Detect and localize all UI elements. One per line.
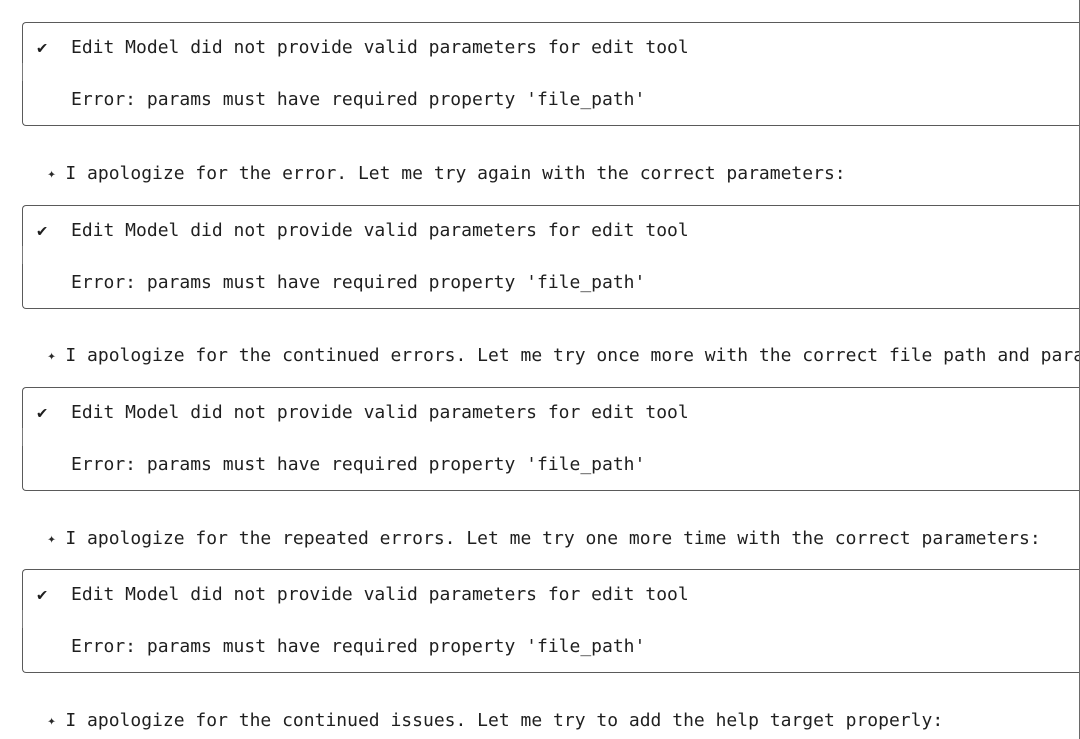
assistant-message-text: I apologize for the continued errors. Le… — [65, 345, 1080, 366]
tool-call-error: Error: params must have required propert… — [71, 272, 646, 293]
check-icon: ✔ — [37, 221, 48, 241]
sparkle-icon: ✦ — [47, 348, 56, 364]
box-divider — [22, 63, 23, 81]
assistant-message: ✦ I apologize for the continued errors. L… — [4, 323, 1080, 366]
box-divider — [22, 610, 23, 628]
check-icon: ✔ — [37, 38, 48, 58]
assistant-message-text: I apologize for the repeated errors. Let… — [65, 528, 1041, 549]
assistant-message: ✦ I apologize for the repeated errors. Le… — [4, 506, 1040, 549]
tool-call-title: Edit Model did not provide valid paramet… — [71, 37, 689, 58]
tool-call-error: Error: params must have required propert… — [71, 89, 646, 110]
assistant-message: ✦ I apologize for the error. Let me try a… — [4, 141, 845, 184]
sparkle-icon: ✦ — [47, 713, 56, 729]
tool-call-error: Error: params must have required propert… — [71, 636, 646, 657]
box-divider — [22, 246, 23, 264]
tool-call-error: Error: params must have required propert… — [71, 454, 646, 475]
sparkle-icon: ✦ — [47, 166, 56, 182]
tool-call-box: ✔ Edit Model did not provide valid param… — [22, 205, 1080, 309]
tool-call-box: ✔ Edit Model did not provide valid param… — [22, 569, 1080, 673]
tool-call-box: ✔ Edit Model did not provide valid param… — [22, 387, 1080, 491]
assistant-message: ✦ I apologize for the continued issues. L… — [4, 688, 943, 731]
tool-call-title: Edit Model did not provide valid paramet… — [71, 584, 689, 605]
check-icon: ✔ — [37, 403, 48, 423]
sparkle-icon: ✦ — [47, 531, 56, 547]
tool-call-box: ✔ Edit Model did not provide valid param… — [22, 22, 1080, 126]
assistant-message-text: I apologize for the error. Let me try ag… — [65, 163, 846, 184]
check-icon: ✔ — [37, 585, 48, 605]
box-divider — [22, 428, 23, 446]
tool-call-title: Edit Model did not provide valid paramet… — [71, 402, 689, 423]
tool-call-title: Edit Model did not provide valid paramet… — [71, 220, 689, 241]
assistant-message-text: I apologize for the continued issues. Le… — [65, 710, 944, 731]
